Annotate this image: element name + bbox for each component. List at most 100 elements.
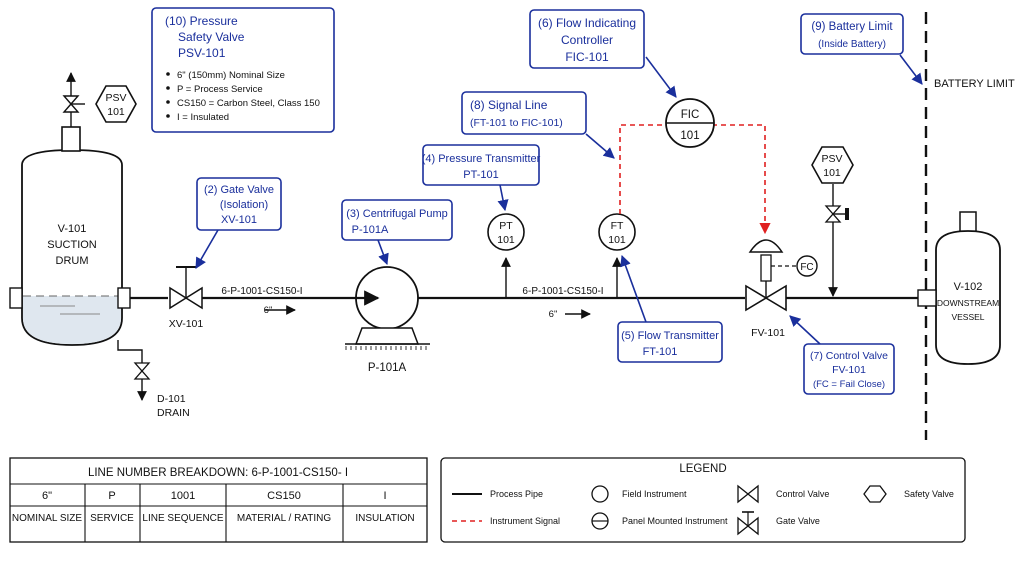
pressure-transmitter-pt101: PT 101: [487, 213, 525, 298]
downstream-vessel-v102: V-102 DOWNSTREAM VESSEL: [917, 211, 1001, 365]
psv-right-tag: PSV: [821, 153, 842, 165]
ft-num: 101: [608, 234, 626, 246]
pump-label: P-101A: [368, 362, 407, 374]
drain-tag: D-101: [157, 393, 186, 405]
gate-callout-l1: (2) Gate Valve: [204, 184, 274, 196]
line-number-2: 6-P-1001-CS150-I: [522, 286, 603, 297]
xv101-label: XV-101: [169, 318, 204, 330]
legend-process-pipe: Process Pipe: [490, 489, 543, 499]
psv-right-num: 101: [823, 167, 841, 179]
v101-name: V-101: [58, 223, 87, 235]
callout-pump: (3) Centrifugal Pump P-101A: [341, 199, 453, 266]
v101-line2: SUCTION: [47, 239, 97, 251]
psv-top-hexagon: [95, 85, 137, 123]
pipe-size-1: 6": [264, 305, 273, 316]
psv-callout-title3: PSV-101: [178, 46, 226, 60]
process-pipe: 6-P-1001-CS150-I 6" 6-P-1001-CS150-I 6": [130, 286, 918, 320]
callout-signal: (8) Signal Line (FT-101 to FIC-101): [461, 91, 615, 159]
psv-callout-item-3: CS150 = Carbon Steel, Class 150: [177, 98, 320, 109]
line-table-header-sequence: LINE SEQUENCE: [142, 513, 223, 524]
pt-tag: PT: [499, 220, 513, 232]
line-table-value-size: 6": [42, 490, 52, 502]
psv-callout-item-4: I = Insulated: [177, 112, 229, 123]
line-table-value-insulation: I: [383, 490, 386, 502]
legend: LEGEND Process Pipe Instrument Signal Fi…: [440, 457, 966, 543]
pipe-size-2: 6": [549, 309, 558, 320]
psv-callout-title2: Safety Valve: [178, 30, 245, 44]
battery-limit: BATTERY LIMIT: [924, 12, 1015, 440]
psv-callout-item-2: P = Process Service: [177, 84, 263, 95]
instrument-signal-line: [619, 124, 771, 235]
pump-p101a: P-101A: [345, 266, 430, 374]
pt-num: 101: [497, 234, 515, 246]
callout-gate: (2) Gate Valve (Isolation) XV-101: [195, 177, 282, 269]
line-table-value-sequence: 1001: [171, 490, 195, 502]
line-table-header-size: NOMINAL SIZE: [12, 513, 83, 524]
cv-callout-l1: (7) Control Valve: [810, 350, 888, 362]
pump-callout-l2: P-101A: [352, 224, 389, 236]
fv101-label: FV-101: [751, 327, 785, 339]
gate-callout-l3: XV-101: [221, 214, 257, 226]
flow-transmitter-ft101: FT 101: [598, 213, 636, 298]
psv-callout-item-1: 6" (150mm) Nominal Size: [177, 70, 285, 81]
signal-callout-l2: (FT-101 to FIC-101): [470, 117, 563, 129]
v102-line3: VESSEL: [951, 312, 984, 322]
legend-safety-valve-icon: [863, 485, 887, 503]
drain-line: D-101 DRAIN: [117, 340, 190, 419]
flow-indicating-controller-fic101: FIC 101: [665, 98, 715, 148]
line-table-title: LINE NUMBER BREAKDOWN: 6-P-1001-CS150- I: [88, 467, 348, 479]
ft-tag: FT: [611, 220, 624, 232]
cv-callout-l2: FV-101: [832, 364, 866, 376]
legend-field-instrument: Field Instrument: [622, 489, 687, 499]
psv-top-num: 101: [107, 106, 125, 118]
drain-label: DRAIN: [157, 407, 190, 419]
pump-callout-l1: (3) Centrifugal Pump: [346, 208, 448, 220]
signal-callout-l1: (8) Signal Line: [470, 98, 548, 112]
legend-gate-valve-icon: [737, 511, 759, 536]
callout-psv: (10) Pressure Safety Valve PSV-101 6" (1…: [151, 7, 335, 133]
legend-control-valve: Control Valve: [776, 489, 829, 499]
callout-pt: (4) Pressure Transmitter PT-101: [422, 144, 541, 212]
legend-gate-valve: Gate Valve: [776, 516, 820, 526]
fic-num: 101: [680, 130, 699, 142]
fic-tag: FIC: [681, 109, 700, 121]
v102-name: V-102: [954, 281, 983, 293]
psv-right-assembly: PSV 101: [811, 146, 854, 297]
battery-limit-label: BATTERY LIMIT: [934, 78, 1015, 90]
legend-instrument-signal: Instrument Signal: [490, 516, 560, 526]
v102-line2: DOWNSTREAM: [937, 298, 999, 308]
line-table-value-service: P: [108, 490, 115, 502]
fc-label: FC: [800, 262, 813, 273]
psv-top-assembly: PSV 101: [62, 72, 137, 127]
battery-callout-l2: (Inside Battery): [818, 39, 886, 50]
fic-callout-l1: (6) Flow Indicating: [538, 16, 636, 30]
fic-callout-l3: FIC-101: [565, 50, 609, 64]
control-valve-fv101: FC FV-101: [745, 239, 818, 339]
fic-callout-l2: Controller: [561, 33, 613, 47]
battery-callout-l1: (9) Battery Limit: [811, 21, 893, 33]
legend-field-instrument-icon: [591, 485, 609, 503]
psv-callout-title1: (10) Pressure: [165, 14, 238, 28]
line-table-header-service: SERVICE: [90, 513, 134, 524]
line-table-header-insulation: INSULATION: [355, 513, 414, 524]
legend-control-valve-icon: [737, 484, 759, 504]
cv-callout-l3: (FC = Fail Close): [813, 379, 885, 390]
ft-callout-l2: FT-101: [643, 346, 678, 358]
pt-callout-l1: (4) Pressure Transmitter: [422, 153, 541, 165]
line-table-header-material: MATERIAL / RATING: [237, 513, 331, 524]
legend-safety-valve: Safety Valve: [904, 489, 954, 499]
legend-title: LEGEND: [679, 463, 726, 475]
ft-callout-l1: (5) Flow Transmitter: [621, 330, 719, 342]
callout-control-valve: (7) Control Valve FV-101 (FC = Fail Clos…: [789, 315, 895, 395]
line-number-1: 6-P-1001-CS150-I: [221, 286, 302, 297]
v101-line3: DRUM: [56, 255, 89, 267]
gate-callout-l2: (Isolation): [220, 199, 268, 211]
legend-panel-instrument: Panel Mounted Instrument: [622, 516, 728, 526]
psv-top-tag: PSV: [105, 92, 126, 104]
gate-valve-xv101: XV-101: [169, 266, 204, 330]
callout-ft: (5) Flow Transmitter FT-101: [617, 254, 723, 363]
callout-fic: (6) Flow Indicating Controller FIC-101: [529, 9, 677, 98]
callout-battery: (9) Battery Limit (Inside Battery): [800, 13, 923, 85]
pt-callout-l2: PT-101: [463, 169, 498, 181]
